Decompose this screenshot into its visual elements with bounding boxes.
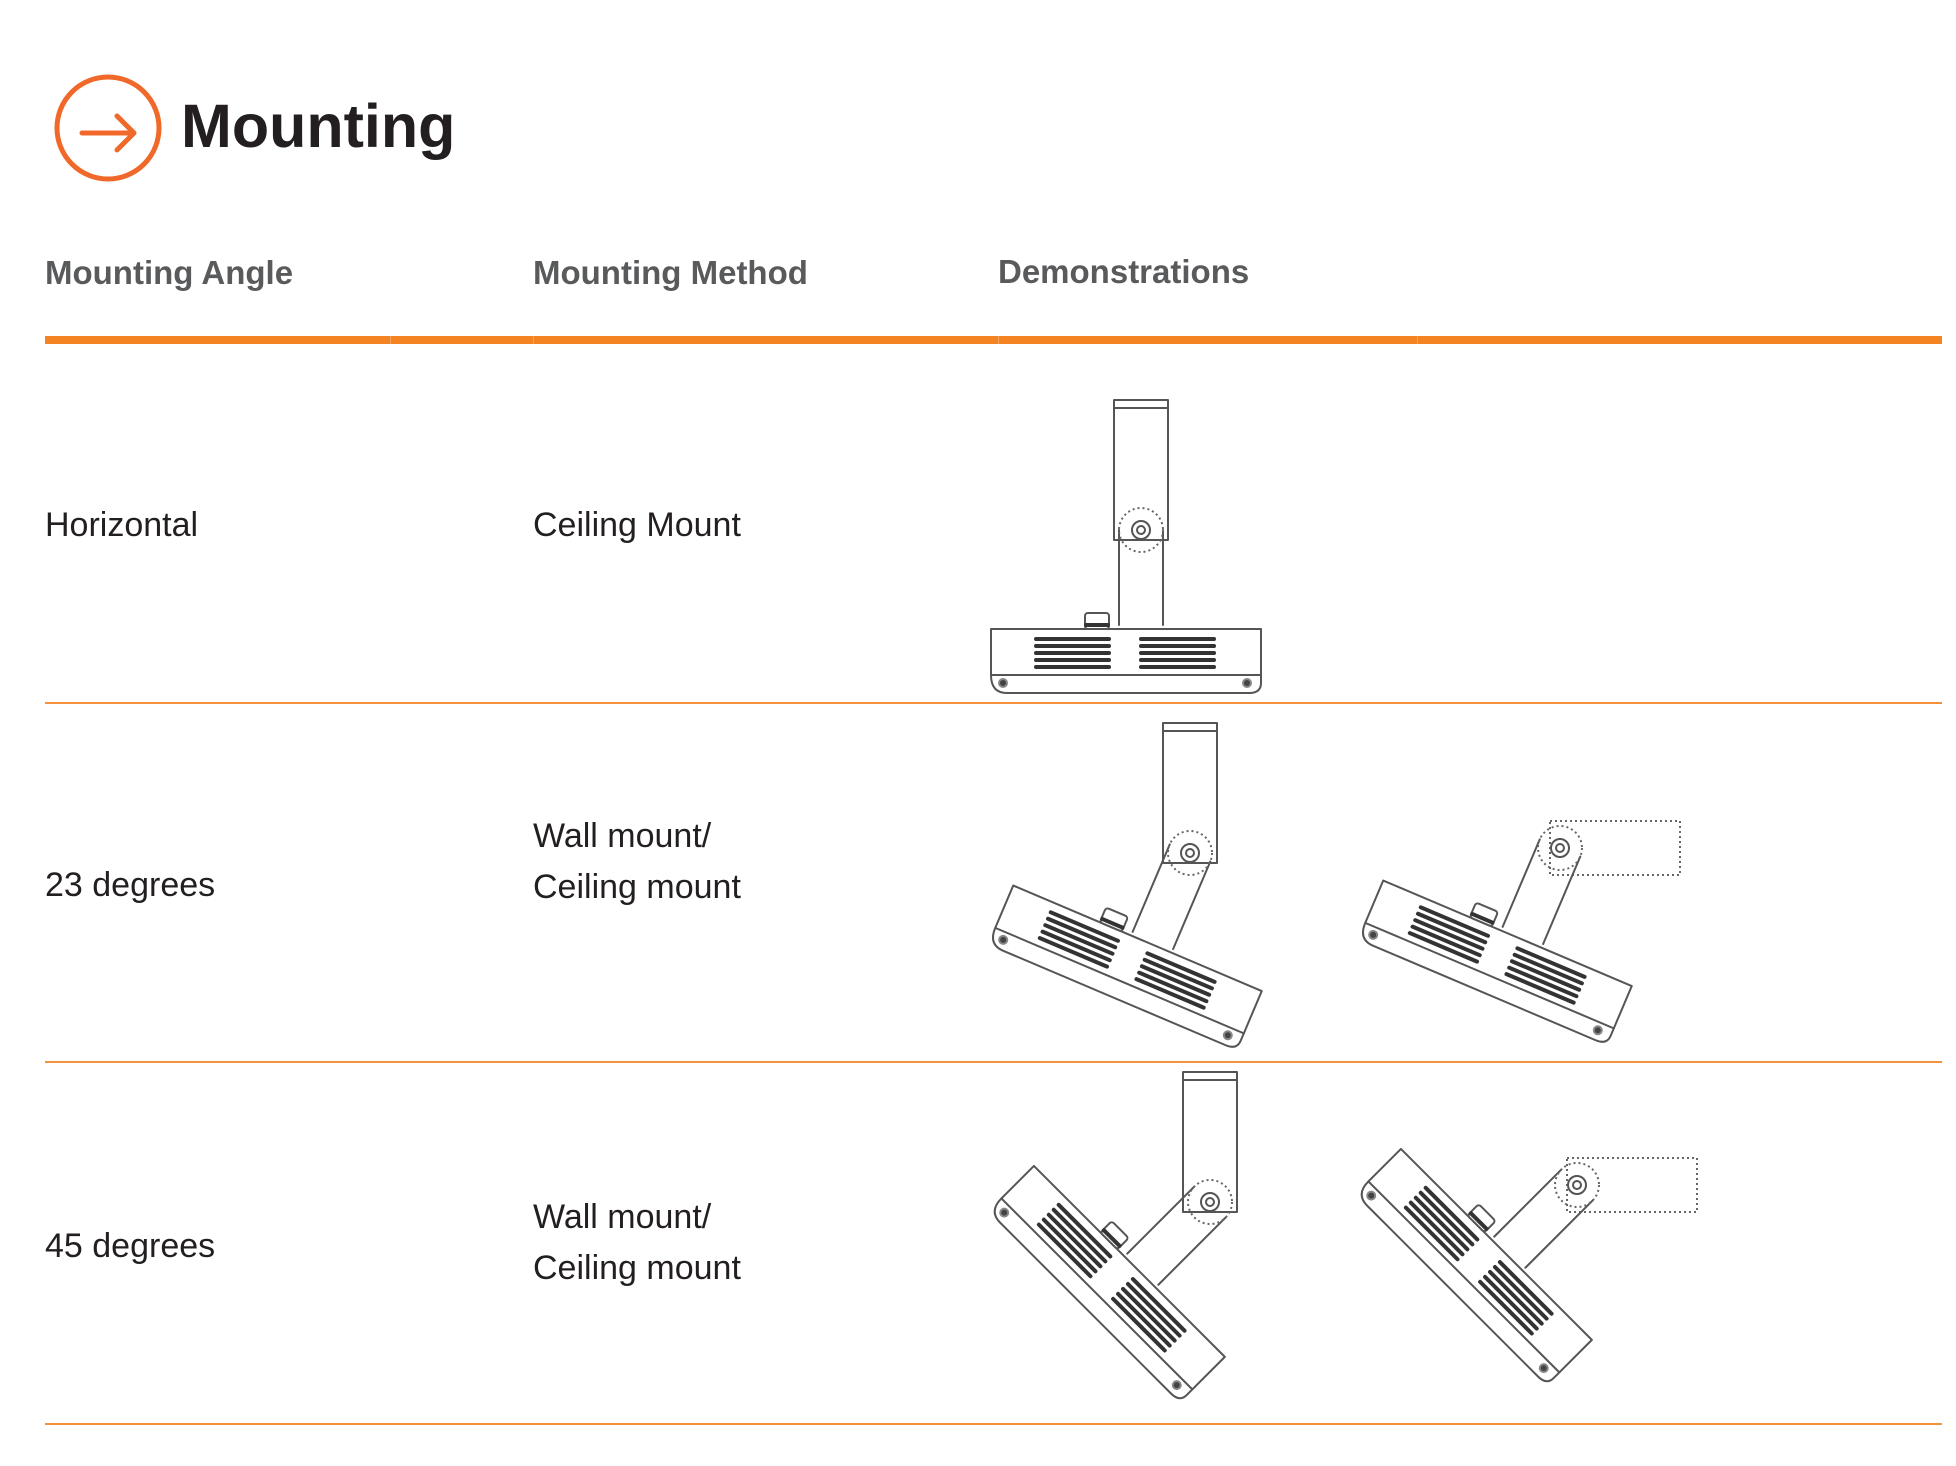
fixture-housing bbox=[1362, 879, 1633, 1043]
vent-slot bbox=[1492, 1265, 1549, 1321]
vent-slot bbox=[1051, 1207, 1108, 1264]
vent-slot bbox=[1512, 952, 1584, 986]
fixture-housing bbox=[990, 628, 1262, 694]
row-horizontal-method: Ceiling Mount bbox=[533, 500, 741, 551]
vent-slot bbox=[1142, 957, 1214, 991]
vent-slot bbox=[1418, 1190, 1475, 1247]
pivot-hub bbox=[1118, 507, 1164, 553]
vent-slot bbox=[1137, 970, 1209, 1004]
vent-slot bbox=[1139, 964, 1212, 997]
vent-slot bbox=[1116, 1291, 1172, 1348]
screw-icon bbox=[1171, 1380, 1182, 1391]
screw-icon bbox=[1222, 1030, 1233, 1041]
row-45-degrees-method: Wall mount/ Ceiling mount bbox=[533, 1192, 741, 1294]
fixture-body bbox=[993, 1164, 1227, 1400]
fixture-body bbox=[1362, 838, 1633, 1043]
screw-icon bbox=[1368, 929, 1379, 940]
row-45-degrees-angle: 45 degrees bbox=[45, 1227, 216, 1265]
pivot-hub bbox=[1187, 1179, 1233, 1225]
vent-slot bbox=[1036, 1222, 1093, 1279]
vent-slot bbox=[1046, 1212, 1103, 1269]
vent-slot bbox=[1488, 1269, 1544, 1326]
screw-icon bbox=[998, 934, 1009, 945]
vent-slot bbox=[1046, 916, 1118, 950]
fixture-body bbox=[1360, 1147, 1594, 1383]
method-line: Ceiling mount bbox=[533, 1249, 741, 1287]
vent-slot bbox=[1145, 951, 1217, 984]
mounting-bracket bbox=[1162, 722, 1218, 864]
page-title: Mounting bbox=[181, 92, 456, 160]
vent-slot bbox=[1509, 959, 1582, 992]
vent-slot bbox=[1413, 918, 1485, 951]
method-line: Ceiling Mount bbox=[533, 506, 741, 544]
screw-icon bbox=[998, 678, 1008, 688]
vent-slot bbox=[1407, 931, 1480, 964]
method-line: Wall mount/ bbox=[533, 817, 712, 855]
vent-slot bbox=[1134, 977, 1206, 1010]
fixture-body bbox=[992, 843, 1263, 1048]
pivot-hub bbox=[1554, 1162, 1600, 1208]
fixture-body bbox=[990, 529, 1262, 694]
vent-slot bbox=[1130, 1277, 1187, 1333]
vent-slot bbox=[1403, 1205, 1460, 1262]
method-line: Wall mount/ bbox=[533, 1198, 712, 1236]
vent-slot bbox=[1056, 1202, 1113, 1259]
adjustment-knob bbox=[1100, 1221, 1129, 1250]
row-23-degrees-method: Wall mount/ Ceiling mount bbox=[533, 811, 741, 913]
vent-slot bbox=[1413, 1195, 1470, 1252]
23-degree-wall-mount-illustration bbox=[1362, 820, 1681, 1043]
vent-slot bbox=[1121, 1286, 1177, 1343]
vent-slot bbox=[1048, 910, 1120, 943]
method-line: Ceiling mount bbox=[533, 868, 741, 906]
header-divider bbox=[45, 336, 1942, 344]
vent-slot bbox=[1041, 1217, 1098, 1274]
arrow-right-circle-icon bbox=[54, 74, 162, 182]
row-23-degrees-angle: 23 degrees bbox=[45, 866, 216, 904]
column-header-demonstrations: Demonstrations bbox=[998, 253, 1250, 290]
horizontal-ceiling-mount-illustration bbox=[990, 399, 1262, 694]
vent-slot bbox=[1408, 1200, 1465, 1257]
vent-slot bbox=[1111, 1296, 1167, 1353]
vent-slot bbox=[1043, 923, 1115, 956]
row-divider bbox=[45, 1061, 1942, 1063]
vent-slot bbox=[1418, 905, 1490, 938]
vent-slot bbox=[1416, 911, 1488, 945]
fixture-housing bbox=[1360, 1147, 1593, 1383]
23-degree-ceiling-mount-illustration bbox=[992, 722, 1263, 1048]
row-divider bbox=[45, 1423, 1942, 1425]
row-horizontal-angle: Horizontal bbox=[45, 506, 199, 544]
vent-slot bbox=[1483, 1274, 1539, 1331]
screw-icon bbox=[1242, 678, 1252, 688]
screw-icon bbox=[1538, 1363, 1549, 1374]
vent-slot bbox=[1515, 946, 1587, 979]
pivot-hub bbox=[1537, 825, 1583, 871]
vent-slot bbox=[1037, 936, 1110, 969]
vent-slot bbox=[1423, 1185, 1480, 1242]
vent-slot bbox=[1410, 924, 1482, 958]
vent-slot bbox=[1497, 1260, 1554, 1316]
column-header-mounting-method: Mounting Method bbox=[533, 254, 808, 291]
row-divider bbox=[45, 702, 1942, 704]
fixture-housing bbox=[992, 884, 1263, 1048]
vent-slot bbox=[1507, 965, 1579, 999]
column-header-mounting-angle: Mounting Angle bbox=[45, 254, 294, 291]
vent-slot bbox=[1478, 1279, 1534, 1336]
45-degree-ceiling-mount-illustration bbox=[993, 1071, 1238, 1400]
screw-icon bbox=[999, 1207, 1010, 1218]
vent-slot bbox=[1125, 1282, 1182, 1338]
pivot-hub bbox=[1167, 830, 1213, 876]
fixture-housing bbox=[993, 1164, 1226, 1400]
vent-slot bbox=[1040, 929, 1112, 963]
vent-slot bbox=[1504, 972, 1576, 1005]
screw-icon bbox=[1592, 1025, 1603, 1036]
adjustment-knob bbox=[1467, 1204, 1496, 1233]
45-degree-wall-mount-illustration bbox=[1360, 1147, 1698, 1383]
screw-icon bbox=[1366, 1190, 1377, 1201]
